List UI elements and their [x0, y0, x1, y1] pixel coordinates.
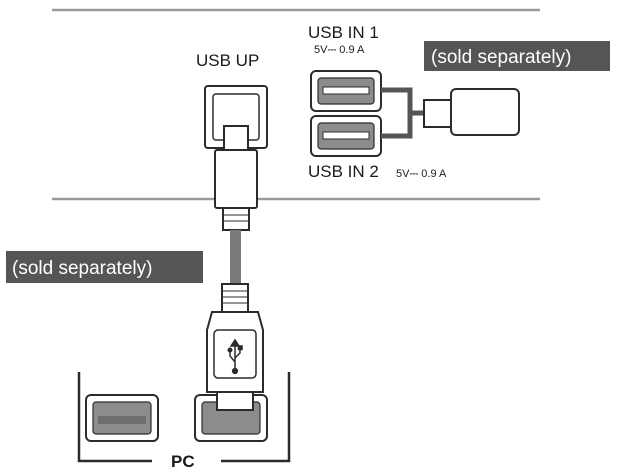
usb-up-label: USB UP: [196, 51, 259, 70]
sold-separately-top-text: (sold separately): [431, 47, 571, 68]
sold-separately-tag-left: (sold separately): [6, 251, 203, 283]
usb-symbol-icon: [227, 338, 243, 375]
usb-in-1-label: USB IN 1: [308, 23, 379, 42]
usb-in-1-port: [310, 70, 382, 112]
sold-separately-left-text: (sold separately): [12, 258, 152, 279]
usb-cable: [230, 230, 241, 286]
sold-separately-tag-top: (sold separately): [424, 41, 610, 71]
pc-label: PC: [171, 452, 195, 471]
pc-usb-port-left: [85, 394, 159, 442]
usb-in-1-rating: 5V⎓ 0.9 A: [314, 44, 365, 56]
ports-bracket: [381, 87, 424, 139]
usb-b-connector: [214, 125, 258, 231]
pc-usb-port-right: [194, 391, 268, 442]
usb-in-2-rating: 5V⎓ 0.9 A: [396, 168, 447, 180]
usb-in-2-port: [310, 115, 382, 157]
usb-flash-drive: [423, 88, 520, 136]
usb-in-2-label: USB IN 2: [308, 162, 379, 181]
pc-frame: PC: [77, 372, 291, 471]
